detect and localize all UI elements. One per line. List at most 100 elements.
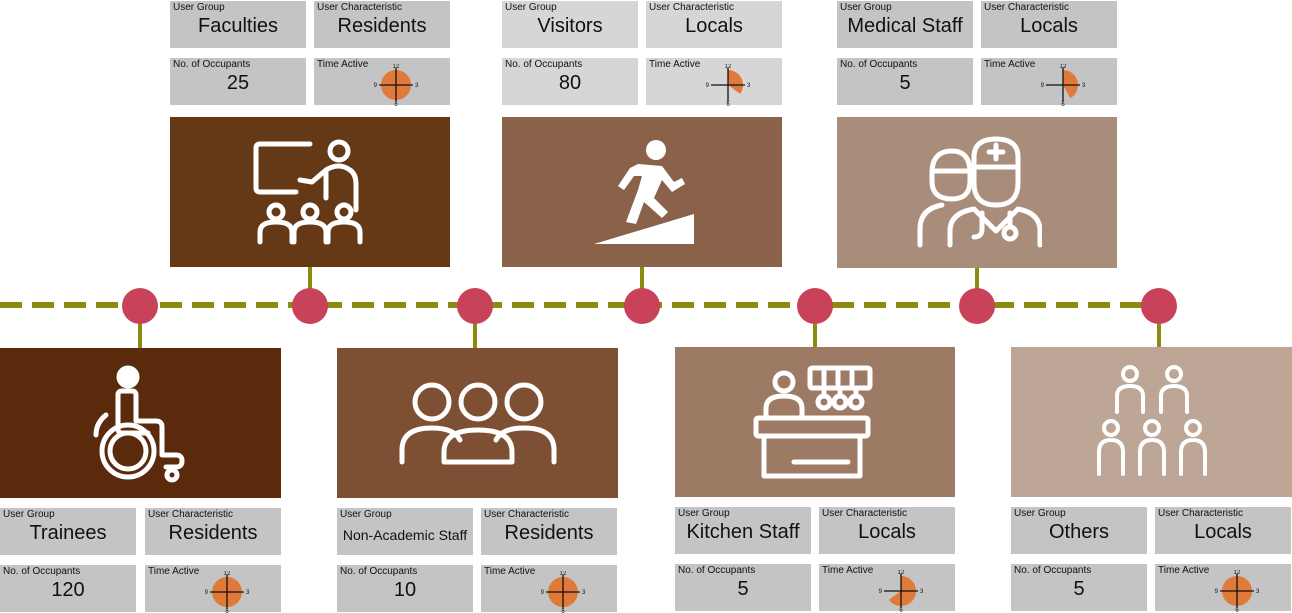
teacher-presenting-icon <box>253 139 363 245</box>
user-characteristic-cell: User Characteristic Locals <box>646 1 782 48</box>
user-group-caption: User Group <box>505 2 557 13</box>
occupants-cell: No. of Occupants 5 <box>1011 564 1147 611</box>
stem-faculties <box>308 266 312 305</box>
clock-label-six: 6 <box>726 102 730 106</box>
time-active-caption: Time Active <box>1158 565 1210 576</box>
occupants-caption: No. of Occupants <box>840 59 918 70</box>
timeline-node <box>624 288 660 324</box>
clock-label-three: 3 <box>747 83 751 89</box>
clock-label-nine: 9 <box>374 83 378 89</box>
user-group-value: Kitchen Staff <box>686 521 800 543</box>
group-icon-panel <box>502 117 782 267</box>
occupants-value: 10 <box>393 579 417 601</box>
clock-label-twelve: 12 <box>898 570 905 576</box>
user-characteristic-caption: User Characteristic <box>984 2 1070 13</box>
person-climbing-icon <box>594 140 694 244</box>
timeline-node <box>797 288 833 324</box>
clock-label-six: 6 <box>394 102 398 106</box>
clock-label-twelve: 12 <box>393 64 400 70</box>
occupants-value: 5 <box>1073 578 1085 600</box>
timeline-node <box>457 288 493 324</box>
user-characteristic-value: Locals <box>685 15 743 37</box>
stem-visitors <box>640 266 644 305</box>
time-active-caption: Time Active <box>148 566 200 577</box>
group-icon-panel <box>0 348 281 498</box>
user-characteristic-value: Locals <box>1194 521 1252 543</box>
clock-active-sector <box>1063 70 1078 99</box>
occupants-cell: No. of Occupants 5 <box>675 564 811 611</box>
group-icon-panel <box>837 117 1117 268</box>
timeline-node <box>292 288 328 324</box>
occupants-cell: No. of Occupants 120 <box>0 565 136 612</box>
stem-non-academic-staff <box>473 305 477 348</box>
group-icon-panel <box>675 347 955 497</box>
time-active-caption: Time Active <box>317 59 369 70</box>
group-icon-panel <box>337 348 618 498</box>
user-characteristic-value: Residents <box>168 522 258 544</box>
user-characteristic-caption: User Characteristic <box>822 508 908 519</box>
occupants-caption: No. of Occupants <box>173 59 251 70</box>
user-characteristic-cell: User Characteristic Locals <box>1155 507 1291 554</box>
time-active-caption: Time Active <box>484 566 536 577</box>
user-group-cell: User Group Medical Staff <box>837 1 973 48</box>
occupants-value: 25 <box>226 72 250 94</box>
occupants-cell: No. of Occupants 80 <box>502 58 638 105</box>
clock-label-nine: 9 <box>1215 589 1219 595</box>
clock-label-nine: 9 <box>1041 83 1045 89</box>
user-group-caption: User Group <box>3 509 55 520</box>
occupants-value: 80 <box>558 72 582 94</box>
occupants-cell: No. of Occupants 25 <box>170 58 306 105</box>
clock-label-three: 3 <box>246 590 250 596</box>
user-group-caption: User Group <box>173 2 225 13</box>
group-people-icon <box>399 382 556 465</box>
time-active-clock: 12 3 6 9 <box>1041 64 1086 106</box>
user-group-value: Faculties <box>197 15 279 37</box>
time-active-caption: Time Active <box>984 59 1036 70</box>
timeline-node <box>959 288 995 324</box>
occupants-caption: No. of Occupants <box>3 566 81 577</box>
user-characteristic-cell: User Characteristic Residents <box>314 1 450 48</box>
clock-label-six: 6 <box>1061 102 1065 106</box>
clock-label-twelve: 12 <box>725 64 732 70</box>
user-group-caption: User Group <box>678 508 730 519</box>
occupants-value: 5 <box>737 578 749 600</box>
clock-label-six: 6 <box>561 609 565 613</box>
occupants-cell: No. of Occupants 5 <box>837 58 973 105</box>
time-active-cell: Time Active 12 3 6 9 <box>981 58 1117 106</box>
user-characteristic-value: Residents <box>337 15 427 37</box>
clock-label-three: 3 <box>1082 83 1086 89</box>
clock-label-twelve: 12 <box>1234 570 1241 576</box>
wheelchair-icon <box>93 365 184 483</box>
user-group-value: Non-Academic Staff <box>342 527 468 543</box>
user-characteristic-caption: User Characteristic <box>148 509 234 520</box>
stem-medical-staff <box>975 267 979 305</box>
user-group-cell: User Group Others <box>1011 507 1147 554</box>
crowd-icon <box>1096 365 1207 476</box>
clock-label-twelve: 12 <box>1060 64 1067 70</box>
user-group-caption: User Group <box>840 2 892 13</box>
user-group-cell: User Group Trainees <box>0 508 136 555</box>
time-active-caption: Time Active <box>822 565 874 576</box>
time-active-caption: Time Active <box>649 59 701 70</box>
occupants-caption: No. of Occupants <box>340 566 418 577</box>
timeline-node <box>122 288 158 324</box>
clock-label-six: 6 <box>899 608 903 612</box>
stem-others <box>1157 305 1161 347</box>
clock-label-three: 3 <box>582 590 586 596</box>
user-characteristic-cell: User Characteristic Residents <box>145 508 281 555</box>
clock-label-nine: 9 <box>706 83 710 89</box>
occupants-value: 5 <box>899 72 911 94</box>
clock-label-six: 6 <box>225 609 229 613</box>
user-group-cell: User Group Visitors <box>502 1 638 48</box>
clock-label-twelve: 12 <box>224 571 231 577</box>
user-group-caption: User Group <box>340 509 392 520</box>
user-characteristic-caption: User Characteristic <box>317 2 403 13</box>
user-group-cell: User Group Faculties <box>170 1 306 48</box>
